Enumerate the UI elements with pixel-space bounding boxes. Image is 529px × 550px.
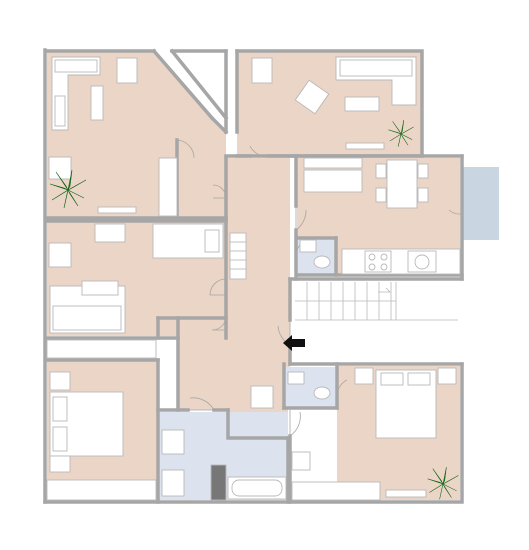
armchair-rotated [294,79,330,115]
hall-stool [250,385,274,409]
balcony [462,167,499,240]
door-swing-icon [336,378,348,397]
door-swing-icon [249,145,269,157]
burner [368,253,376,261]
wardrobe-strip [46,339,157,359]
nightstand [354,367,374,385]
stove [364,250,392,273]
kitchen-worktop [341,248,461,275]
shelf-right [345,142,385,150]
door-swing-icon [212,184,227,199]
chair [417,187,429,203]
armchair [116,57,138,84]
door-swing-icon [295,206,307,231]
chair [417,163,429,179]
door-swing-icon [188,397,215,411]
washer [161,469,185,497]
sofa-cushion [339,59,413,77]
sofa-cushion [54,95,66,127]
closet-rod-top [303,157,363,169]
door-swing-icon [209,278,227,296]
coffee-table-right [344,96,380,112]
shaft [210,464,227,501]
furniture [46,56,461,501]
side-table-hall [291,451,311,471]
nightstand [437,367,457,385]
armchair [251,57,273,84]
side-table [48,156,72,180]
cabinet [158,157,178,217]
plant-icon [49,169,87,209]
door-swing-icon [211,317,227,331]
burner [368,263,376,271]
sofa-cushion [52,305,122,331]
kitchen-counter [303,169,363,193]
stairs [295,282,458,321]
shelf [97,206,137,214]
desk [94,223,126,243]
wardrobe-bottom [46,479,157,501]
plant-icon [388,119,414,147]
door-swing-icon [448,198,462,215]
pillow [407,372,431,386]
burner [380,253,388,261]
entry-arrow-icon [283,335,305,351]
chair [375,163,387,179]
shelf-br [385,489,427,498]
side-table [48,242,72,268]
door-swing-icon [175,139,195,159]
radiator [229,232,247,280]
sofa-cushion [54,59,98,73]
stairwell [290,279,460,364]
room-closet-top [177,140,226,218]
basin-upper [299,239,317,253]
toilet-upper [313,255,331,269]
plant-icon [427,466,459,500]
basin-lower [287,371,305,385]
pillow [380,372,404,386]
room-hallway [178,158,290,436]
nightstand [49,455,71,473]
coffee-table [90,85,104,121]
door-swing-icon [289,410,301,437]
toilet-lower [313,386,331,400]
washbasin [161,429,185,455]
dining-table [386,159,418,209]
pillow [52,396,68,422]
kitchen-sink [414,254,430,270]
wardrobe-bottom-right [291,481,381,501]
pillow [204,229,220,253]
ottoman [81,280,119,296]
burner [380,263,388,271]
bathtub-inner [231,479,283,497]
chair [375,187,387,203]
pillow [52,426,68,452]
nightstand [49,371,71,391]
door-swings [175,139,462,437]
